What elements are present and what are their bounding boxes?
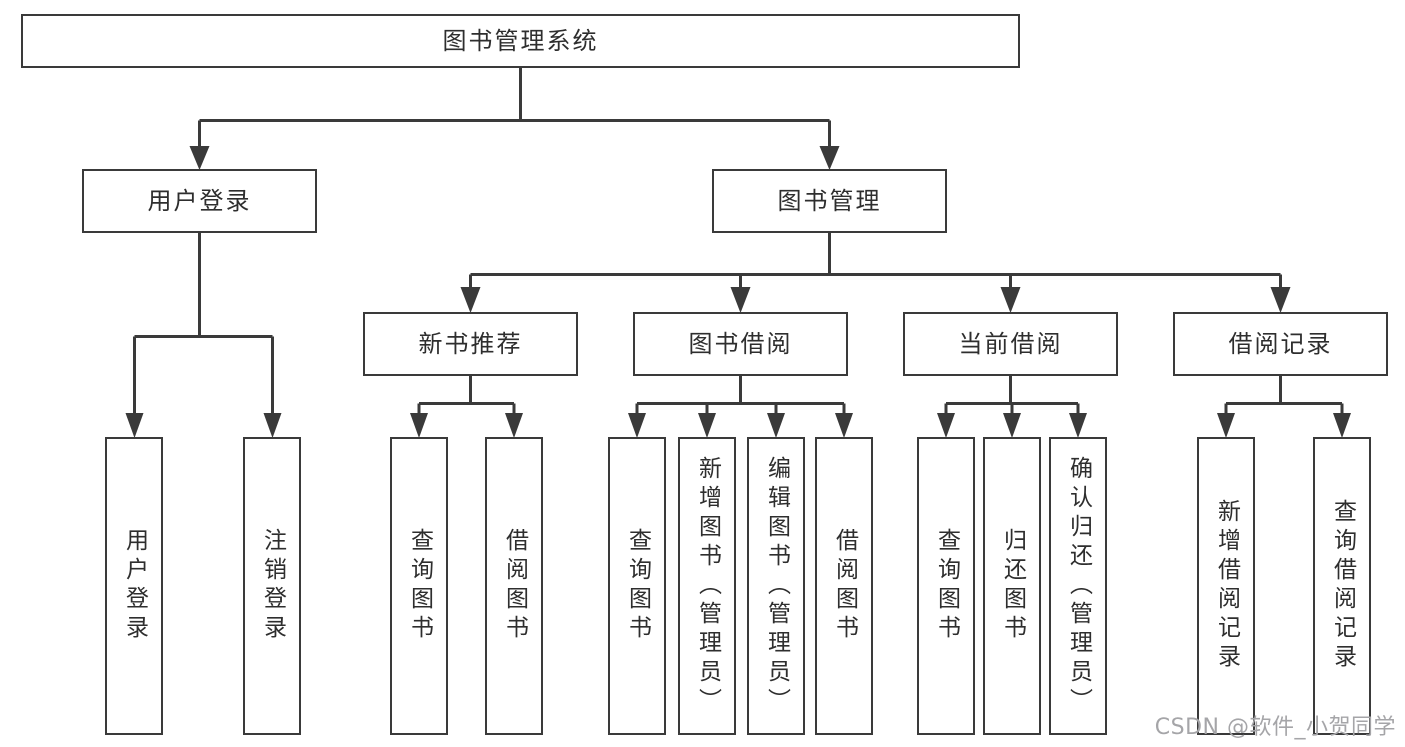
node-library-system: 图书管理系统 — [21, 14, 1020, 68]
leaf-query-borrow-record: 查询借阅记录 — [1313, 437, 1371, 735]
arrowhead-leaf-add-borrow-record — [1217, 413, 1235, 438]
arrowhead-book-borrowing — [730, 287, 751, 313]
leaf-logout: 注销登录 — [243, 437, 301, 735]
connector-borrowing-records-to-leaves — [1224, 376, 1344, 414]
node-book-management: 图书管理 — [712, 169, 947, 233]
leaf-query-books-1: 查询图书 — [390, 437, 448, 735]
node-book-borrowing: 图书借阅 — [633, 312, 848, 376]
connector-user-login-to-leaves — [133, 233, 274, 414]
arrowhead-leaf-confirm-return — [1069, 413, 1087, 438]
leaf-borrow-books-2: 借阅图书 — [815, 437, 873, 735]
leaf-user-login: 用户登录 — [105, 437, 163, 735]
node-new-book-recommend: 新书推荐 — [363, 312, 578, 376]
connector-current-borrowing-to-leaves — [944, 376, 1080, 414]
watermark-text: CSDN @软件_小贺同学 — [1154, 715, 1396, 740]
arrowhead-leaf-logout — [263, 413, 282, 438]
leaf-add-book-admin: 新增图书（管理员） — [678, 437, 736, 735]
node-borrowing-records: 借阅记录 — [1173, 312, 1388, 376]
arrowhead-borrowing-records — [1270, 287, 1291, 313]
arrowhead-leaf-query-books-3 — [937, 413, 955, 438]
arrowhead-leaf-borrow-books-2 — [835, 413, 853, 438]
connector-book-management-to-level3 — [469, 233, 1282, 288]
arrowhead-leaf-user-login — [125, 413, 144, 438]
arrowhead-leaf-query-books-2 — [628, 413, 646, 438]
connector-new-book-recommend-to-leaves — [417, 376, 516, 414]
arrowhead-leaf-edit-book — [767, 413, 785, 438]
arrowhead-new-book-recommend — [460, 287, 481, 313]
leaf-add-borrow-record: 新增借阅记录 — [1197, 437, 1255, 735]
arrowhead-leaf-add-book — [698, 413, 716, 438]
arrowhead-leaf-query-borrow-record — [1333, 413, 1351, 438]
connector-root-to-level2 — [198, 68, 831, 147]
node-current-borrowing: 当前借阅 — [903, 312, 1118, 376]
arrowhead-leaf-borrow-books-1 — [505, 413, 523, 438]
leaf-confirm-return-admin: 确认归还（管理员） — [1049, 437, 1107, 735]
leaf-return-books: 归还图书 — [983, 437, 1041, 735]
leaf-query-books-2: 查询图书 — [608, 437, 666, 735]
arrowhead-current-borrowing — [1000, 287, 1021, 313]
leaf-borrow-books-1: 借阅图书 — [485, 437, 543, 735]
arrowhead-leaf-return-books — [1003, 413, 1021, 438]
arrowhead-user-login — [189, 146, 210, 170]
arrowhead-book-management — [819, 146, 840, 170]
leaf-query-books-3: 查询图书 — [917, 437, 975, 735]
leaf-edit-book-admin: 编辑图书（管理员） — [747, 437, 805, 735]
node-user-login: 用户登录 — [82, 169, 317, 233]
connector-book-borrowing-to-leaves — [635, 376, 846, 414]
arrowhead-leaf-query-books-1 — [410, 413, 428, 438]
